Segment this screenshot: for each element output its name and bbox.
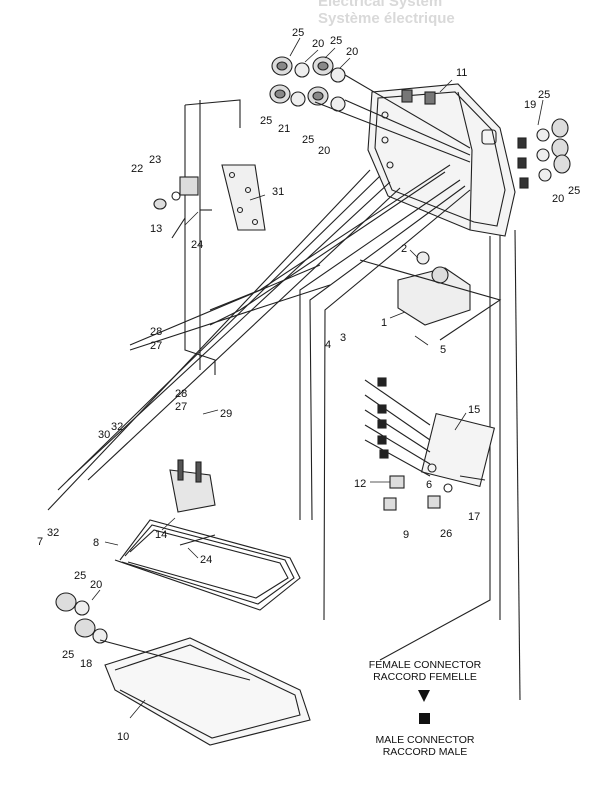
callout-20: 20 — [552, 193, 564, 205]
callout-25: 25 — [74, 570, 86, 582]
callout-19: 19 — [524, 99, 536, 111]
callout-25: 25 — [260, 115, 272, 127]
callout-25: 25 — [568, 185, 580, 197]
callout-14: 14 — [155, 529, 167, 541]
ghost-title-en: Electrical System — [318, 0, 443, 10]
callout-12: 12 — [354, 478, 366, 490]
callout-32: 32 — [111, 421, 123, 433]
callout-27: 27 — [150, 340, 162, 352]
callout-7: 7 — [37, 536, 43, 548]
switch-assembly — [153, 176, 212, 239]
female-connector-symbol — [418, 690, 430, 702]
callout-9: 9 — [403, 529, 409, 541]
callout-28: 28 — [150, 326, 162, 338]
connector-harness-15 — [364, 377, 496, 488]
callout-25: 25 — [330, 35, 342, 47]
callout-27: 27 — [175, 401, 187, 413]
callout-28: 28 — [175, 388, 187, 400]
callout-24: 24 — [200, 554, 212, 566]
legend-male: MALE CONNECTOR RACCORD MALE — [345, 734, 505, 758]
callout-15: 15 — [468, 404, 480, 416]
callout-4: 4 — [325, 339, 331, 351]
legend-female-fr: RACCORD FEMELLE — [373, 671, 477, 683]
terminal-nuts-bottom — [55, 592, 251, 681]
callout-26: 26 — [440, 528, 452, 540]
drip-tray — [104, 637, 311, 746]
callout-25: 25 — [292, 27, 304, 39]
legend-male-fr: RACCORD MALE — [382, 746, 468, 758]
solenoid — [359, 251, 502, 341]
callout-3: 3 — [340, 332, 346, 344]
callout-2: 2 — [401, 243, 407, 255]
leader-lines — [91, 37, 544, 719]
ghost-title-fr: Système électrique — [318, 10, 455, 27]
small-connectors — [383, 463, 486, 511]
callout-6: 6 — [426, 479, 432, 491]
left-harness — [47, 169, 401, 511]
callout-22: 22 — [131, 163, 143, 175]
callout-30: 30 — [98, 429, 110, 441]
terminal-nuts-right — [517, 118, 571, 189]
callout-10: 10 — [117, 731, 129, 743]
male-connector-symbol — [419, 713, 430, 724]
callout-11: 11 — [456, 67, 467, 79]
bracket-31 — [221, 164, 266, 231]
callout-29: 29 — [220, 408, 232, 420]
main-harness — [184, 74, 521, 701]
legend-female-en: FEMALE CONNECTOR — [368, 659, 482, 671]
callout-5: 5 — [440, 344, 446, 356]
callout-labels: 25 20 25 20 11 25 21 25 20 19 25 20 25 2… — [37, 27, 580, 743]
callout-25: 25 — [538, 89, 550, 101]
callout-32: 32 — [47, 527, 59, 539]
legend-male-en: MALE CONNECTOR — [375, 734, 475, 746]
callout-24: 24 — [191, 239, 203, 251]
callout-20: 20 — [318, 145, 330, 157]
callout-20: 20 — [312, 38, 324, 50]
callout-20: 20 — [346, 46, 358, 58]
callout-13: 13 — [150, 223, 162, 235]
callout-25: 25 — [302, 134, 314, 146]
callout-8: 8 — [93, 537, 99, 549]
callout-1: 1 — [381, 317, 387, 329]
callout-23: 23 — [149, 154, 161, 166]
callout-17: 17 — [468, 511, 480, 523]
callout-20: 20 — [90, 579, 102, 591]
legend-female: FEMALE CONNECTOR RACCORD FEMELLE — [345, 659, 505, 683]
callout-31: 31 — [272, 186, 284, 198]
callout-21: 21 — [278, 123, 290, 135]
heater-element — [114, 459, 301, 611]
callout-18: 18 — [80, 658, 92, 670]
terminal-nuts-top — [269, 56, 346, 112]
callout-25: 25 — [62, 649, 74, 661]
